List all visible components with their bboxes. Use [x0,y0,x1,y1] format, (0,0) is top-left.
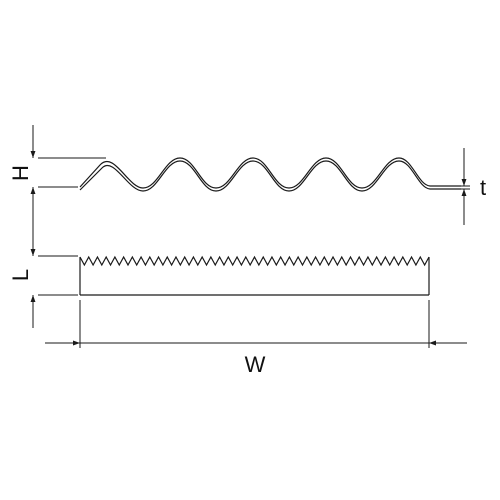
wave-lower-edge [79,160,461,192]
label-height: H [8,165,33,181]
wave-profile [79,157,461,192]
wave-upper-edge [79,157,461,189]
serrated-strip [79,255,430,296]
extension-lines [38,157,470,348]
label-length: L [8,269,33,281]
dimension-lines [30,125,467,346]
label-thickness: t [480,175,486,200]
label-width: W [245,352,266,377]
serration-edge [79,255,430,267]
